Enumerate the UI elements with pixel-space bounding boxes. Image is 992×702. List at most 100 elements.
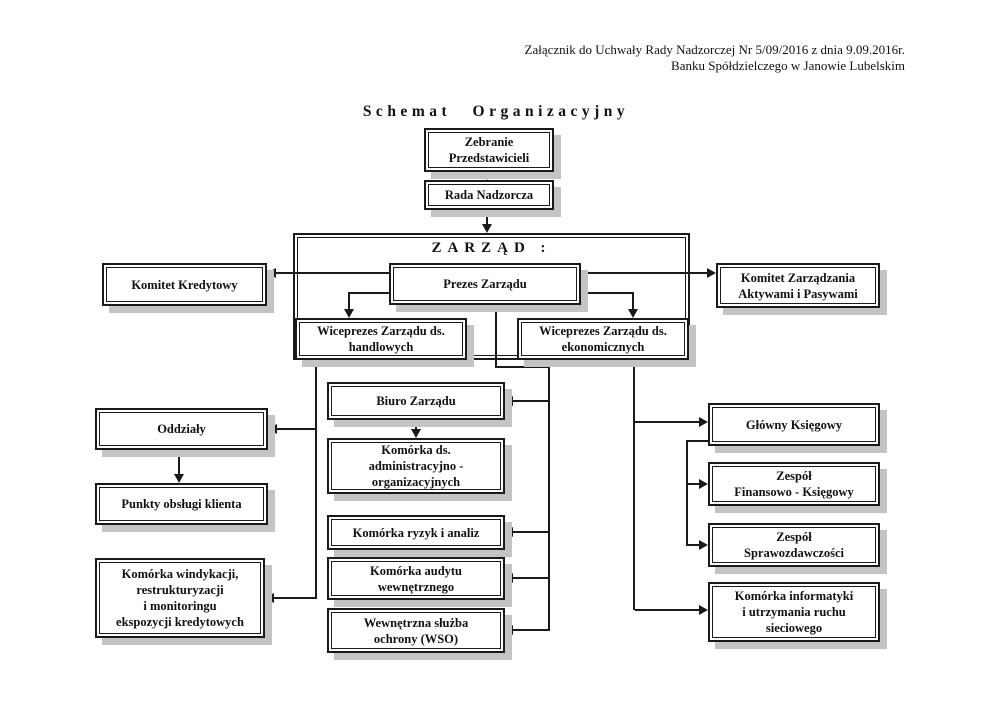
node-label: Komórka ryzyk i analiz: [352, 525, 480, 540]
connector-right-trunk: [633, 360, 635, 610]
arrow-down-ekonomiczny: [628, 309, 638, 318]
arrow-right-komitet-zarzadzania: [707, 268, 716, 278]
node-wiceprezes-handlowych: Wiceprezes Zarządu ds. handlowych: [295, 318, 467, 360]
node-label: ekonomicznych: [561, 340, 645, 354]
connector-prezes-ekonomiczny-h: [581, 292, 634, 294]
page-title: Schemat Organizacyjny: [362, 103, 630, 120]
node-oddzialy: Oddziały: [95, 408, 268, 450]
connector-prezes-handlowy-v: [348, 292, 350, 309]
node-label: i utrzymania ruchu: [742, 605, 846, 619]
node-zebranie-przedstawicieli: Zebranie Przedstawicieli: [424, 128, 554, 172]
arrow-right-zespol-fin: [699, 479, 708, 489]
connector-to-audyt: [513, 577, 548, 579]
arrow-down-rada: [482, 171, 492, 180]
node-label: Komitet Zarządzania: [740, 270, 856, 285]
node-label: Aktywami i Pasywami: [738, 286, 858, 301]
arrow-left-windykacja: [265, 593, 274, 603]
node-zespol-sprawozdawczosci: Zespół Sprawozdawczości: [708, 523, 880, 567]
node-label: restrukturyzacji: [136, 583, 224, 597]
node-label: Oddziały: [157, 422, 206, 436]
node-wiceprezes-ekonomicznych: Wiceprezes Zarządu ds. ekonomicznych: [517, 318, 689, 360]
node-komorka-audytu: Komórka audytu wewnętrznego: [327, 557, 505, 600]
node-komorka-windykacji: Komórka windykacji, restrukturyzacji i m…: [95, 558, 265, 638]
arrow-down-zarzad: [482, 224, 492, 233]
node-label: Zespół: [776, 469, 812, 483]
node-label: Wiceprezes Zarządu ds.: [539, 324, 667, 338]
connector-to-zespol-spraw: [688, 544, 699, 546]
arrow-right-glowny: [699, 417, 708, 427]
node-label: Prezes Zarządu: [443, 277, 527, 291]
node-label: administracyjno -: [368, 459, 464, 473]
arrow-right-zespol-spraw: [699, 540, 708, 550]
connector-to-biuro: [513, 400, 548, 402]
node-label: handlowych: [348, 340, 414, 354]
attachment-note: Załącznik do Uchwały Rady Nadzorczej Nr …: [525, 42, 906, 74]
connector-prezes-komitet-kredytowy: [276, 272, 389, 274]
node-rada-nadzorcza: Rada Nadzorcza: [424, 180, 554, 210]
node-label: Rada Nadzorcza: [444, 188, 534, 202]
arrow-right-informatyka: [699, 605, 708, 615]
attachment-note-line1: Załącznik do Uchwały Rady Nadzorczej Nr …: [524, 42, 906, 57]
arrow-down-punkty: [174, 474, 184, 483]
arrow-left-audyt: [504, 573, 513, 583]
node-label: Wiceprezes Zarządu ds.: [317, 324, 445, 338]
connector-to-oddzialy: [277, 428, 317, 430]
arrow-left-komitet-kredytowy: [267, 268, 276, 278]
node-komorka-informatyki: Komórka informatyki i utrzymania ruchu s…: [708, 582, 880, 642]
attachment-note-line2: Banku Spółdzielczego w Janowie Lubelskim: [671, 57, 905, 73]
node-label: Główny Księgowy: [745, 417, 843, 432]
connector-to-windykacja: [274, 597, 317, 599]
node-label: Komórka audytu: [369, 563, 463, 578]
node-prezes-zarzadu: Prezes Zarządu: [389, 263, 581, 305]
node-wso: Wewnętrzna służba ochrony (WSO): [327, 608, 505, 653]
connector-to-zespol-fin: [688, 483, 699, 485]
connector-prezes-handlowy-h: [348, 292, 389, 294]
node-label: sieciowego: [765, 621, 823, 635]
connector-to-informatyka: [635, 609, 699, 611]
node-label: Przedstawicieli: [448, 151, 530, 165]
connector-central-trunk-2: [548, 366, 550, 631]
connector-biuro-adm: [415, 420, 417, 430]
node-label: Finansowo - Księgowy: [734, 485, 854, 499]
node-glowny-ksiegowy: Główny Księgowy: [708, 403, 880, 446]
node-zespol-finansowo-ksiegowy: Zespół Finansowo - Księgowy: [708, 462, 880, 506]
zarzad-heading: ZARZĄD :: [431, 240, 552, 256]
arrow-left-biuro: [504, 396, 513, 406]
arrow-down-adm: [411, 429, 421, 438]
connector-to-glowny: [635, 421, 699, 423]
node-komorka-ryzyk: Komórka ryzyk i analiz: [327, 515, 505, 550]
node-label: wewnętrznego: [377, 579, 455, 594]
arrow-down-handlowy: [344, 309, 354, 318]
node-komitet-zarzadzania-aktywami: Komitet Zarządzania Aktywami i Pasywami: [716, 263, 880, 308]
node-komorka-administracyjna: Komórka ds. administracyjno - organizacy…: [327, 438, 505, 494]
connector-oddzialy-punkty: [178, 450, 180, 475]
node-label: Wewnętrzna służba: [363, 615, 469, 630]
node-label: Sprawozdawczości: [744, 546, 844, 560]
node-label: organizacyjnych: [371, 475, 461, 489]
node-label: i monitoringu: [143, 599, 217, 613]
connector-glowny-bracket: [686, 440, 688, 546]
arrow-left-wso: [504, 625, 513, 635]
node-label: Komórka informatyki: [734, 589, 854, 603]
connector-to-wso: [513, 629, 548, 631]
node-label: Zespół: [776, 530, 812, 544]
node-label: Biuro Zarządu: [376, 394, 456, 408]
node-label: Zebranie: [464, 135, 514, 149]
connector-central-trunk-1: [495, 305, 497, 367]
connector-left-trunk: [315, 360, 317, 598]
node-komitet-kredytowy: Komitet Kredytowy: [102, 263, 267, 306]
node-label: Komórka ds.: [381, 443, 451, 457]
connector-to-ryzyk: [513, 531, 548, 533]
node-label: ochrony (WSO): [373, 631, 459, 646]
node-label: Komórka windykacji,: [121, 567, 239, 581]
node-label: Komitet Kredytowy: [131, 277, 238, 292]
node-punkty-obslugi: Punkty obsługi klienta: [95, 483, 268, 525]
connector-glowny-bracket-stub: [686, 440, 708, 442]
zarzad-container: [293, 233, 690, 360]
node-label: Punkty obsługi klienta: [121, 497, 242, 511]
connector-central-trunk-jog: [495, 366, 550, 368]
connector-rada-zarzad: [486, 210, 488, 224]
arrow-left-oddzialy: [268, 424, 277, 434]
node-label: ekspozycji kredytowych: [116, 615, 244, 629]
